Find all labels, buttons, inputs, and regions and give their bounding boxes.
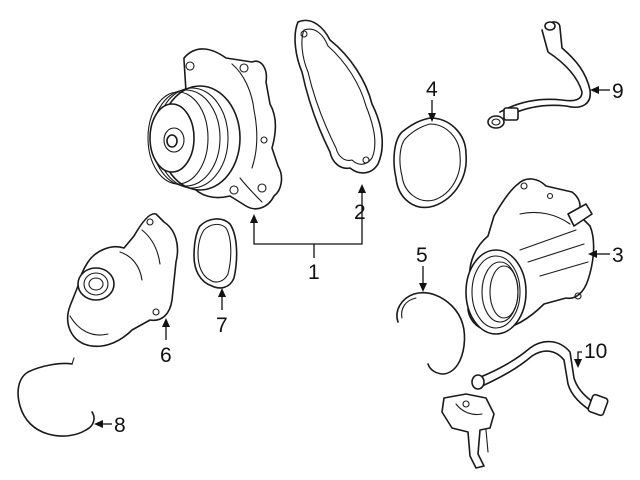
callout-10: 10 [584, 340, 607, 363]
outlet-gasket-part [193, 218, 238, 289]
callout-4: 4 [426, 78, 438, 101]
bypass-tube-part [487, 21, 591, 129]
leader-lines [94, 86, 610, 428]
callout-5: 5 [416, 244, 428, 267]
callout-3: 3 [612, 244, 624, 267]
wire-clip-5-part [396, 291, 466, 375]
callout-9: 9 [612, 80, 624, 103]
thermostat-housing-part [465, 178, 595, 335]
callout-2: 2 [354, 201, 366, 224]
wire-clip-8-part [17, 357, 95, 437]
water-outlet-part [66, 212, 179, 348]
callout-6: 6 [160, 344, 172, 367]
callout-labels: 1 2 3 4 5 6 7 8 9 10 [114, 78, 624, 437]
coolant-tube-part [441, 340, 609, 469]
callout-8: 8 [114, 414, 126, 437]
callout-7: 7 [216, 314, 228, 337]
pump-gasket-part [294, 19, 384, 174]
callout-1: 1 [308, 261, 320, 284]
water-pump-part [147, 48, 283, 210]
seal-ring-part [393, 117, 467, 209]
